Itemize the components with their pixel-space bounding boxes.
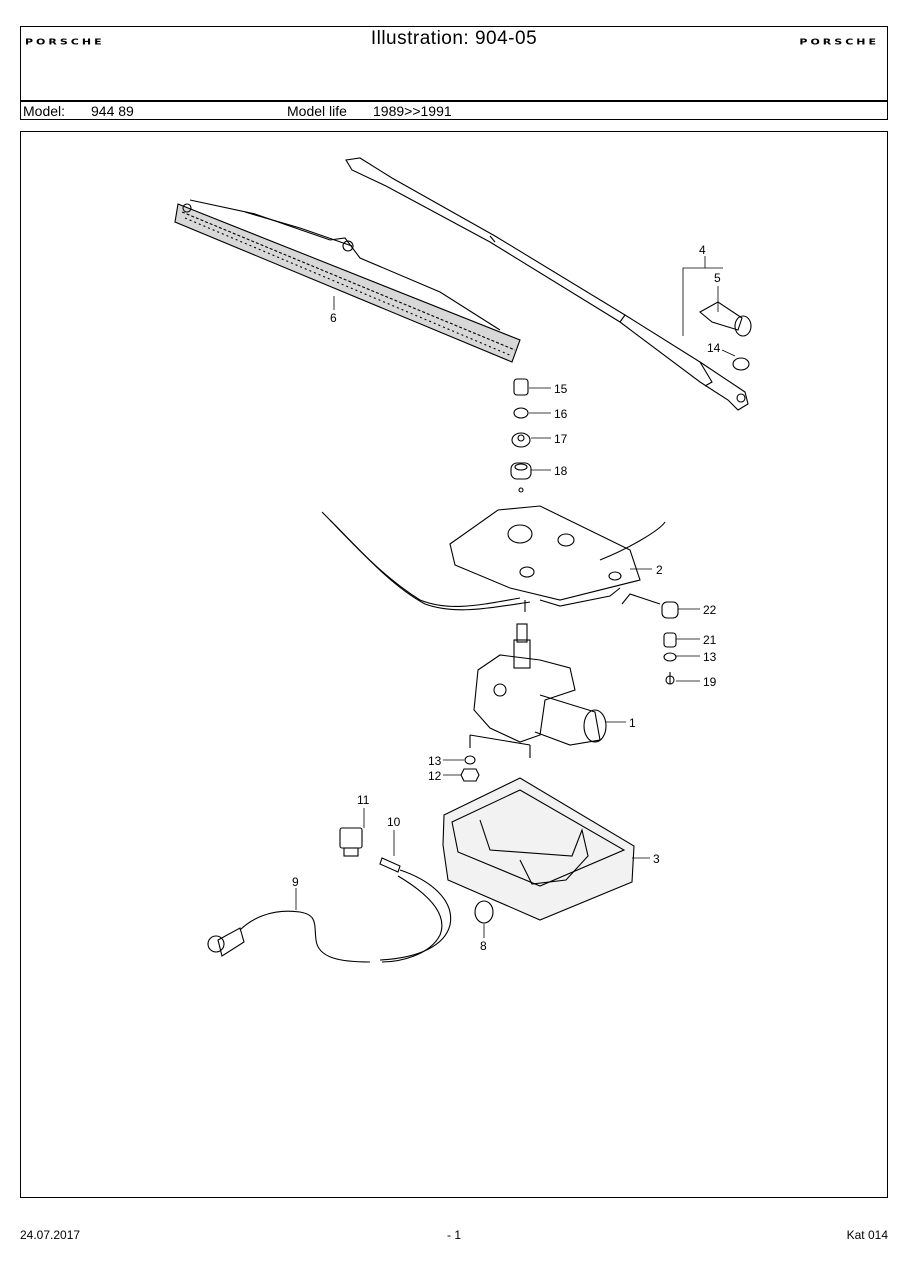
callout-16: 16: [554, 407, 568, 421]
side-fasteners: [621, 593, 679, 685]
wiper-arm: [345, 157, 752, 411]
model-life-value: 1989>>1991: [373, 103, 452, 119]
callout-3: 3: [653, 852, 660, 866]
wiring-harness: [207, 827, 452, 963]
callout-8: 8: [480, 939, 487, 953]
footer-page-number: - 1: [447, 1228, 462, 1242]
callout-15: 15: [554, 382, 568, 396]
illustration-frame: [20, 131, 888, 1198]
footer-catalog: Kat 014: [846, 1228, 888, 1242]
porsche-logo-right: PORSCHE: [799, 37, 879, 47]
page-title: Illustration: 904-05: [370, 28, 538, 49]
fastener-stack: [510, 378, 532, 493]
callout-13-right: 13: [703, 650, 717, 664]
porsche-logo-left: PORSCHE: [25, 37, 105, 47]
model-label: Model:: [23, 103, 66, 119]
callout-14: 14: [707, 341, 721, 355]
callout-19: 19: [703, 675, 717, 689]
mounting-bracket: [321, 505, 666, 612]
model-value: 944 89: [91, 103, 134, 119]
callout-2: 2: [656, 563, 663, 577]
model-row: Model: 944 89 Model life 1989>>1991: [21, 102, 887, 120]
callout-10: 10: [387, 815, 401, 829]
model-divider: [21, 100, 887, 102]
callout-17: 17: [554, 432, 568, 446]
callout-11: 11: [357, 793, 370, 807]
callout-6: 6: [330, 311, 337, 325]
wiper-blade: [174, 199, 521, 363]
callout-13-left: 13: [428, 754, 442, 768]
callout-4: 4: [699, 243, 706, 257]
callout-18: 18: [554, 464, 568, 478]
callout-9: 9: [292, 875, 299, 889]
header-box: PORSCHE Illustration: 904-05 PORSCHE Mod…: [20, 26, 888, 120]
motor-housing: [442, 777, 635, 921]
footer-date: 24.07.2017: [20, 1228, 81, 1242]
wiper-motor: [469, 623, 607, 758]
callout-5: 5: [714, 271, 721, 285]
model-life-label: Model life: [287, 103, 347, 119]
callout-1: 1: [629, 716, 636, 730]
callout-22: 22: [703, 603, 717, 617]
callout-21: 21: [703, 633, 717, 647]
callout-12: 12: [428, 769, 442, 783]
